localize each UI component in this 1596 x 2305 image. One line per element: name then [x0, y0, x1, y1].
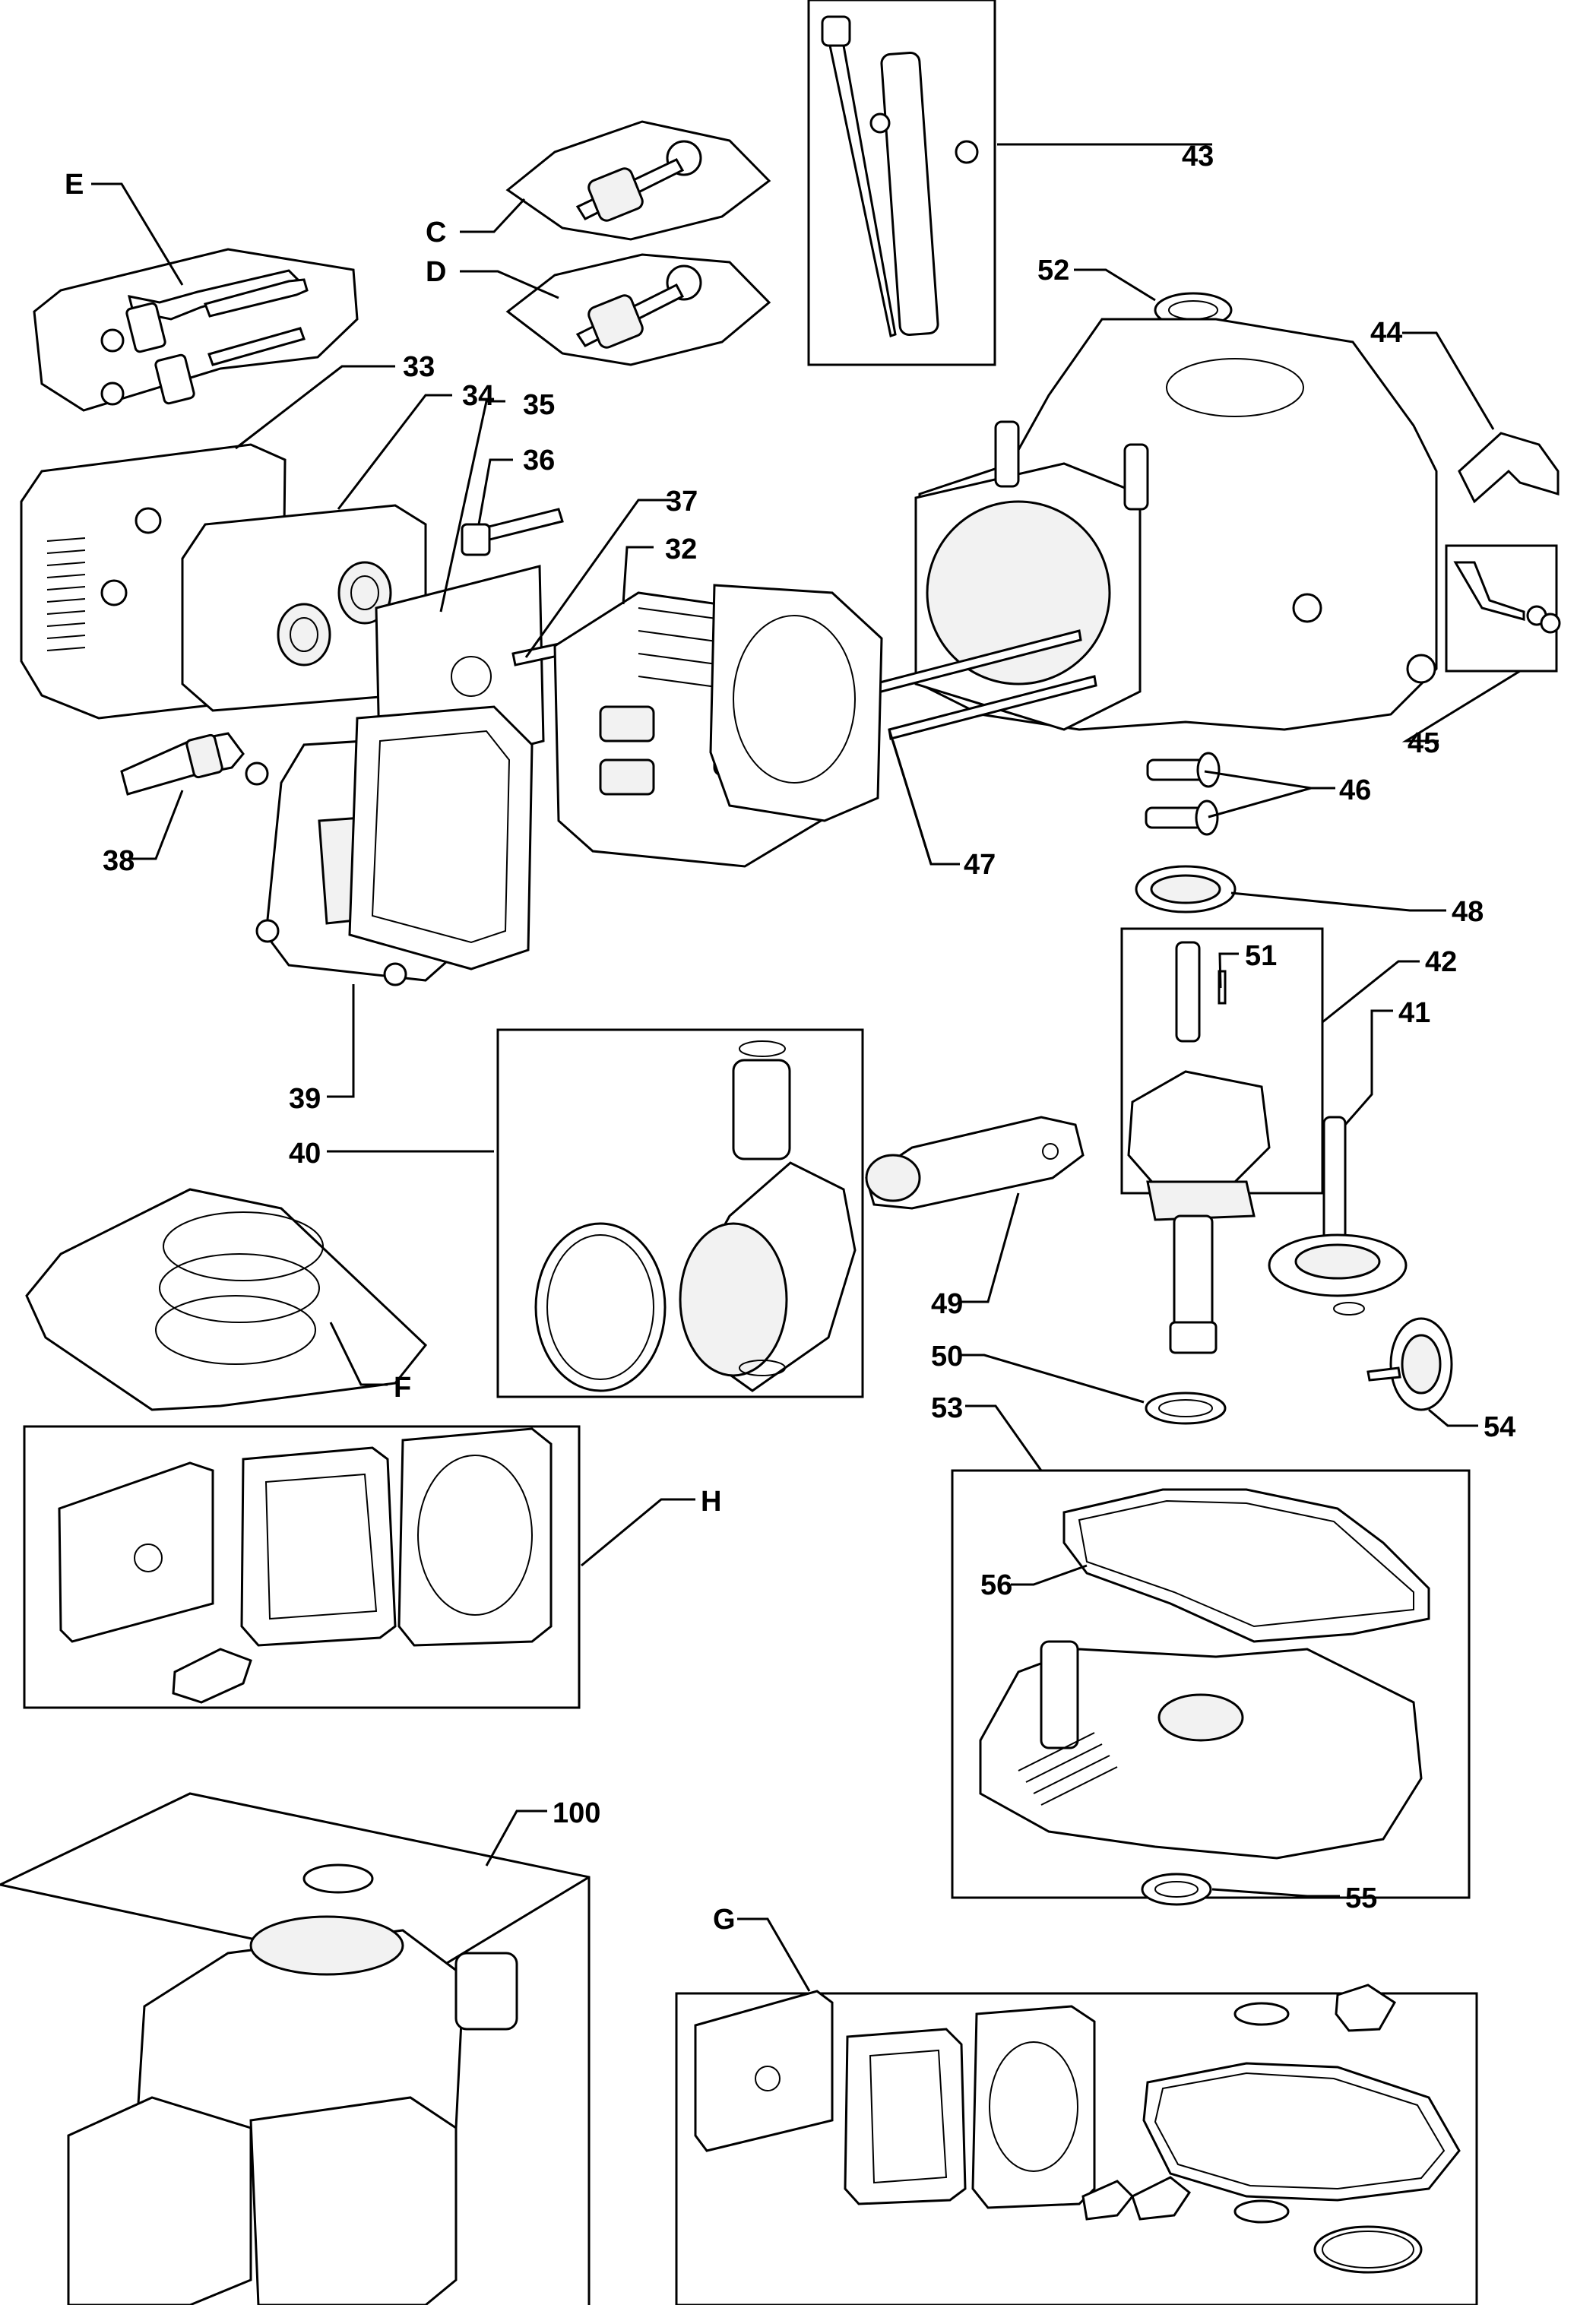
label-41: 41 [1398, 997, 1430, 1029]
box-gasket-set-g [675, 1992, 1478, 2305]
part-48-bearing [1135, 865, 1237, 913]
label-34: 34 [462, 380, 494, 412]
part-d-valve [505, 253, 771, 366]
label-36: 36 [523, 445, 555, 477]
part-41-camshaft [1268, 1116, 1408, 1316]
label-F: F [394, 1372, 411, 1404]
label-G: G [713, 1904, 736, 1936]
label-33: 33 [403, 351, 435, 383]
label-48: 48 [1452, 896, 1484, 928]
label-47: 47 [964, 849, 996, 881]
label-100: 100 [553, 1797, 600, 1829]
label-50: 50 [931, 1341, 963, 1373]
part-56-sump-gasket [1062, 1488, 1430, 1643]
label-40: 40 [289, 1138, 321, 1170]
label-E: E [65, 169, 84, 201]
crankcase-block [914, 318, 1438, 731]
box-piston-group [496, 1028, 864, 1398]
part-49-connecting-rod [865, 1116, 1085, 1210]
label-37: 37 [666, 486, 698, 518]
part-36-bolt [461, 508, 564, 556]
leader-lines [91, 143, 1521, 1992]
part-100-complete-engine [0, 1792, 591, 2305]
label-39: 39 [289, 1083, 321, 1115]
part-42-crankshaft [1127, 941, 1271, 1354]
part-50-washer [1145, 1392, 1227, 1425]
part-53-sump [979, 1640, 1423, 1860]
box-breather-group [1445, 544, 1558, 673]
part-47-studs [872, 629, 1097, 740]
label-H: H [701, 1486, 721, 1518]
callout-labels: E C D 43 52 44 33 34 35 36 37 32 45 46 3… [65, 141, 1515, 1936]
part-43-dipstick [821, 15, 979, 337]
part-f-piston-rings [25, 1188, 428, 1411]
label-32: 32 [665, 534, 697, 565]
label-49: 49 [931, 1288, 963, 1320]
gasket-set-g-parts [694, 1984, 1461, 2274]
part-34-muffler [181, 504, 427, 712]
head-gasket [709, 584, 883, 822]
label-38: 38 [103, 845, 135, 877]
label-53: 53 [931, 1392, 963, 1424]
part-54-governor [1366, 1317, 1453, 1411]
label-56: 56 [980, 1569, 1012, 1601]
part-46-dowel-pins [1145, 752, 1221, 836]
label-42: 42 [1425, 946, 1457, 978]
part-44-breather-tube [1458, 432, 1560, 504]
label-51: 51 [1245, 940, 1277, 972]
label-45: 45 [1408, 727, 1439, 759]
box-sump-group [951, 1469, 1471, 1899]
box-gasket-set-h [23, 1425, 581, 1709]
label-46: 46 [1339, 774, 1371, 806]
part-38-spark-plug [120, 732, 245, 796]
label-D: D [426, 256, 446, 288]
label-44: 44 [1370, 317, 1402, 349]
valve-cover-gasket [348, 705, 534, 970]
label-54: 54 [1484, 1411, 1515, 1443]
label-35: 35 [523, 389, 555, 421]
label-55: 55 [1345, 1882, 1377, 1914]
part-40-piston [534, 1040, 857, 1392]
part-c-valve [505, 120, 771, 241]
part-e-bolt-kit [33, 248, 359, 412]
gasket-set-h-parts [58, 1427, 553, 1704]
label-52: 52 [1037, 255, 1069, 287]
label-43: 43 [1182, 141, 1214, 173]
box-dipstick-group [807, 0, 996, 366]
label-C: C [426, 217, 446, 249]
part-55-oil-seal [1141, 1873, 1212, 1906]
part-45-breather [1453, 561, 1561, 634]
